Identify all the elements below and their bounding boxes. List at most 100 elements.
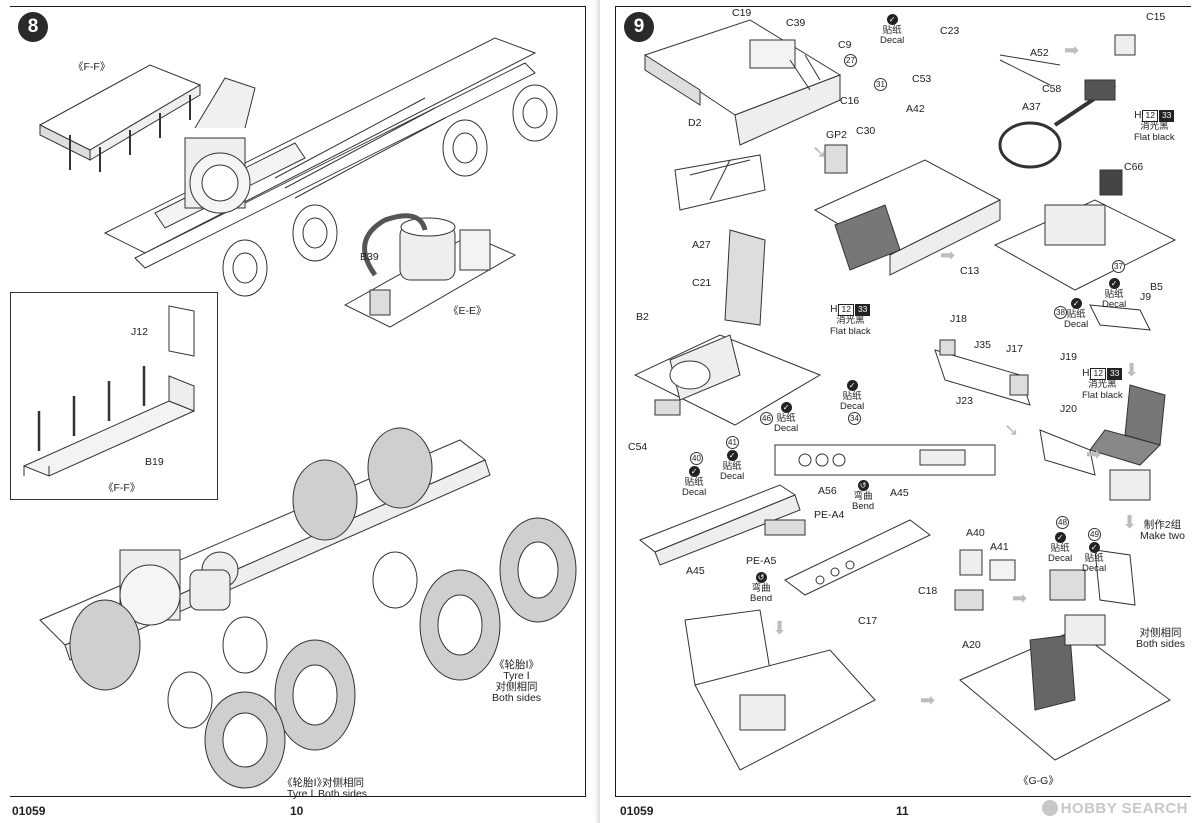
c9-part-label: C9 (838, 39, 852, 51)
panel-c17-drawing (784, 519, 931, 596)
seat-assembly-drawing (1039, 304, 1166, 501)
cab-assembly-bottom-left (684, 609, 876, 771)
c17-part-label: C17 (858, 615, 878, 627)
j17-part-label: J17 (1006, 343, 1023, 355)
decal-icon: ✓ (1070, 298, 1082, 309)
tyre-callout-bottom-both-cn: 对侧相同 (322, 777, 364, 789)
c16-part-label: C16 (840, 95, 860, 107)
c19-part-label: C19 (732, 7, 752, 19)
a37-part-label: A37 (1022, 101, 1041, 113)
pe-a4-part-label: PE-A4 (814, 509, 845, 521)
chassis-top-drawing (103, 37, 558, 297)
page-border-right (585, 6, 586, 796)
catalog-number-right: 01059 (620, 804, 654, 818)
seat-bracket-drawing (934, 339, 1031, 406)
decal-icon: ✓ (1054, 532, 1066, 543)
ff-callout-label: 《F-F》 (73, 61, 111, 73)
j19-part-label: J19 (1060, 351, 1077, 363)
assembly-arrow-icon: ➡ (1086, 444, 1102, 464)
j20-part-label: J20 (1060, 403, 1077, 415)
page-number-right: 11 (896, 804, 909, 818)
c58-part-label: C58 (1042, 83, 1062, 95)
assembly-arrow-icon: ➡ (1012, 588, 1028, 608)
gg-callout-label: 《G-G》 (1018, 775, 1059, 787)
cargo-rack-inset-drawing (22, 305, 196, 477)
a45-top-part-label: A45 (890, 487, 909, 499)
a42-part-label: A42 (906, 103, 925, 115)
decal-number: 41 (726, 436, 739, 449)
b2-part-label: B2 (636, 311, 649, 323)
tyre-callout-right: 《轮胎Ⅰ》 Tyre Ⅰ 对侧相同 Both sides (492, 659, 542, 705)
assembly-arrow-icon: ⬇ (1124, 360, 1140, 380)
page-border-bottom (10, 796, 586, 797)
inset-ff-label: 《F-F》 (103, 482, 141, 494)
c21-part-label: C21 (692, 277, 712, 289)
assembly-arrow-icon: ⬇ (1122, 512, 1138, 532)
a20-part-label: A20 (962, 639, 981, 651)
a27-part-label: A27 (692, 239, 711, 251)
instruction-page-right: 9 (600, 0, 1200, 823)
tyre-callout-bottom-en: Tyre Ⅰ (287, 788, 314, 800)
engine-deck-ee-drawing (343, 213, 517, 328)
watermark: HOBBY SEARCH (1041, 800, 1188, 817)
gp2-part-label: GP2 (826, 129, 848, 141)
decal-icon: ✓ (726, 450, 738, 461)
decal-number: 46 (760, 412, 773, 425)
c18-part-label: C18 (918, 585, 938, 597)
steering-assembly-drawing (993, 34, 1177, 291)
j18-part-label: J18 (950, 313, 967, 325)
decal-number: 40 (690, 452, 703, 465)
decal-number: 37 (1112, 260, 1125, 273)
c13-part-label: C13 (960, 265, 980, 277)
page-border-top (615, 6, 1191, 7)
tyre-callout-bottom-both-en: Both sides (318, 788, 368, 800)
dashboard-assembly-drawing (633, 229, 822, 426)
ee-callout-label: 《E-E》 (448, 305, 487, 317)
chassis-with-tyres-drawing (39, 427, 577, 789)
assembly-arrow-icon: ➡ (920, 690, 936, 710)
c54-part-label: C54 (628, 441, 648, 453)
decal-icon: ✓ (780, 402, 792, 413)
cab-floor-drawing (643, 19, 842, 146)
pe-a5-part-label: PE-A5 (746, 555, 777, 567)
assembly-arrow-icon: ➡ (1064, 40, 1080, 60)
catalog-number-left: 01059 (12, 804, 46, 818)
j35-part-label: J35 (974, 339, 991, 351)
decal-icon: ✓ (1088, 542, 1100, 553)
d2-part-label: D2 (688, 117, 702, 129)
a45-left-part-label: A45 (686, 565, 705, 577)
a52-part-label: A52 (1030, 47, 1049, 59)
page-border-top (10, 6, 586, 7)
cargo-rack-ff-drawing (38, 64, 202, 172)
c53-part-label: C53 (912, 73, 932, 85)
cab-assembly-bottom-right (959, 549, 1171, 761)
page-border-bottom (615, 796, 1191, 797)
b39-part-label: B39 (360, 251, 379, 263)
decal-number: 27 (844, 54, 857, 67)
j12-part-label: J12 (131, 326, 148, 338)
b5-part-label: B5 (1150, 281, 1163, 293)
assembly-arrow-icon: ➘ (1004, 420, 1020, 440)
bend-icon: ↺ (755, 572, 767, 583)
decal-icon: ✓ (846, 380, 858, 391)
decal-icon: ✓ (886, 14, 898, 25)
c23-part-label: C23 (940, 25, 960, 37)
decal-number: 38 (1054, 306, 1067, 319)
decal-number: 49 (1088, 528, 1101, 541)
c39-part-label: C39 (786, 17, 806, 29)
watermark-logo-icon (1041, 800, 1058, 816)
seat-base-drawing (954, 549, 1016, 611)
a56-part-label: A56 (818, 485, 837, 497)
j9-part-label: J9 (1140, 291, 1152, 303)
panel-a45-drawing (774, 444, 996, 476)
panel-a45-left-drawing (639, 484, 806, 566)
